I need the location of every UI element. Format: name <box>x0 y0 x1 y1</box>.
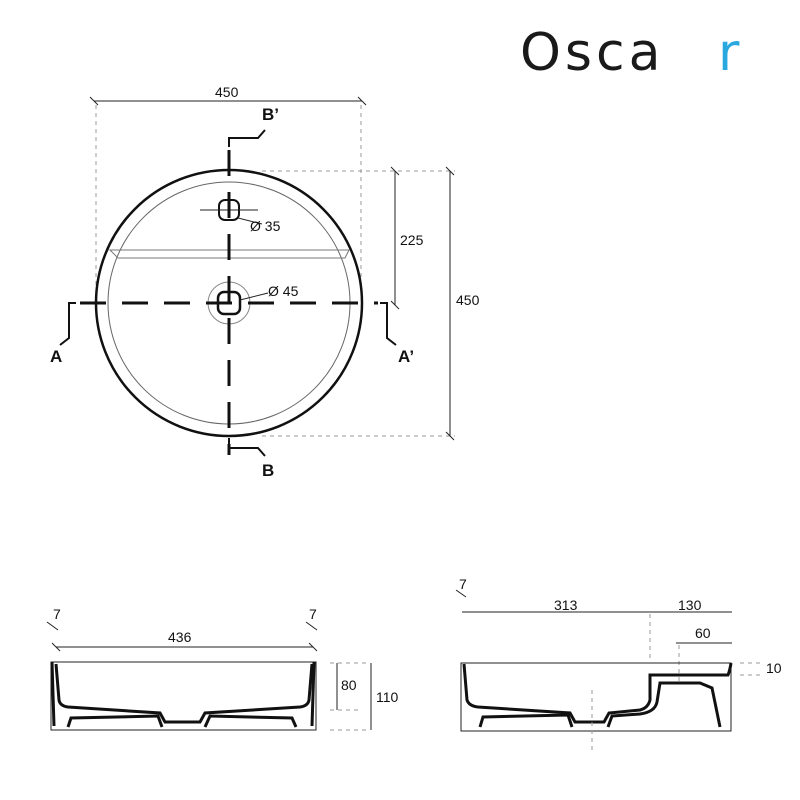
rim-right-label: 7 <box>309 606 317 622</box>
basin-length-label: 313 <box>554 597 578 613</box>
section-b-label: B <box>262 461 274 480</box>
section-a-label: A <box>50 347 62 366</box>
logo-accent-letter: r <box>718 23 743 83</box>
section-a-view: 7 7 436 80 110 <box>46 606 399 731</box>
tap-offset-label: 60 <box>695 625 711 641</box>
half-label: 225 <box>400 232 424 248</box>
section-b-prime-label: B’ <box>262 105 279 124</box>
logo-text: Osca <box>520 23 664 83</box>
tap-hole-label: Ø 35 <box>250 218 281 234</box>
depth-label: 80 <box>341 677 357 693</box>
width-label: 450 <box>215 84 239 100</box>
shelf-step-label: 10 <box>766 660 782 676</box>
shelf-length-label: 130 <box>678 597 702 613</box>
height-label: 450 <box>456 292 480 308</box>
top-view: 450 225 450 Ø 35 Ø 45 A A’ B’ B <box>50 84 480 480</box>
drain-label: Ø 45 <box>268 283 299 299</box>
section-b-view: 7 313 130 60 10 <box>455 576 782 750</box>
inner-width-label: 436 <box>168 629 192 645</box>
rim-left-label: 7 <box>53 606 61 622</box>
oscar-logo: Osca r <box>520 23 743 83</box>
height-label: 110 <box>376 689 399 705</box>
section-a-prime-label: A’ <box>398 347 414 366</box>
rim-label: 7 <box>459 576 467 592</box>
